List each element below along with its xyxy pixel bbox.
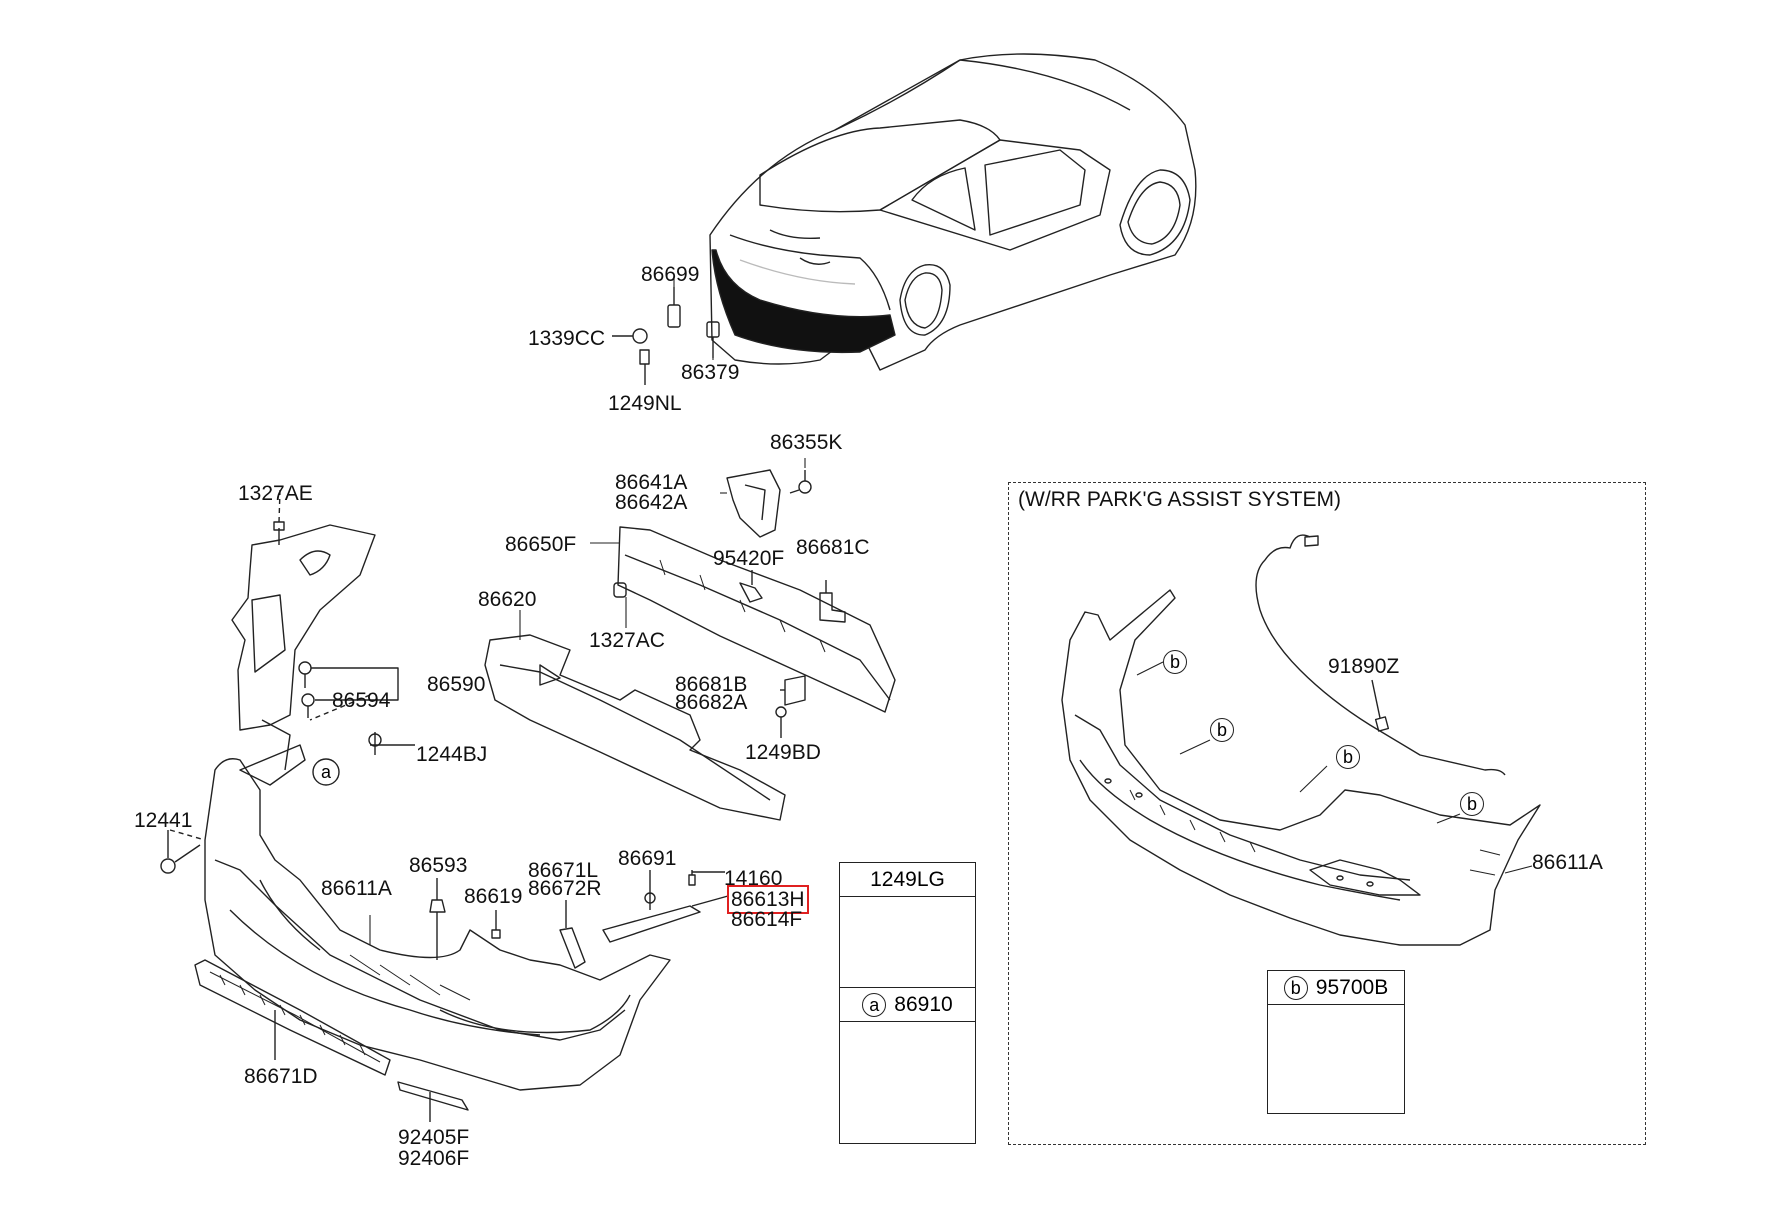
lower-grille-86671D bbox=[194, 959, 391, 1076]
label-86672R: 86672R bbox=[528, 877, 602, 900]
label-1249BD: 1249BD bbox=[745, 741, 821, 764]
label-86611A-left: 86611A bbox=[321, 877, 392, 900]
fastener-1339CC bbox=[612, 328, 648, 344]
legend-tag-a: a bbox=[862, 992, 887, 1017]
label-86613H: 86613H bbox=[727, 885, 809, 914]
label-86681B: 86681B bbox=[675, 673, 748, 696]
label-86699: 86699 bbox=[641, 263, 700, 286]
label-86681C: 86681C bbox=[796, 536, 870, 559]
side-bracket-1327AE bbox=[231, 489, 376, 731]
bracket-86681C bbox=[819, 580, 846, 623]
label-92405F: 92405F bbox=[398, 1126, 470, 1149]
label-86619: 86619 bbox=[464, 885, 523, 908]
label-86691: 86691 bbox=[618, 847, 677, 870]
label-86671L: 86671L bbox=[528, 859, 599, 882]
label-14160: 14160 bbox=[724, 867, 783, 890]
car-illustration bbox=[709, 53, 1197, 371]
label-86620: 86620 bbox=[478, 588, 537, 611]
label-92406F: 92406F bbox=[398, 1147, 470, 1170]
label-86642A: 86642A bbox=[615, 491, 688, 514]
clip-86593 bbox=[429, 878, 446, 960]
label-86355K: 86355K bbox=[770, 431, 843, 454]
legend-head-86910: a 86910 bbox=[840, 988, 975, 1022]
legend-tag-b: b bbox=[1283, 975, 1308, 1000]
bolt-1244BJ bbox=[309, 694, 415, 755]
reflector-bracket-86613H bbox=[602, 870, 729, 943]
park-assist-section bbox=[1008, 482, 1646, 1145]
callout-leaders-right bbox=[1136, 661, 1533, 874]
callout-b-3: b bbox=[1336, 745, 1360, 769]
label-86593: 86593 bbox=[409, 854, 468, 877]
label-86590: 86590 bbox=[427, 673, 486, 696]
callout-a-text: a bbox=[320, 762, 331, 782]
reflector-92405F bbox=[397, 1081, 469, 1122]
callout-b-2: b bbox=[1210, 718, 1234, 742]
legend-label-1249LG: 1249LG bbox=[870, 867, 945, 891]
label-86671D: 86671D bbox=[244, 1065, 318, 1088]
legend-box-1249LG: 1249LG bbox=[839, 862, 976, 990]
fastener-86699 bbox=[667, 287, 681, 328]
callout-a-left bbox=[312, 758, 340, 786]
label-1249NL: 1249NL bbox=[608, 392, 682, 415]
callout-b-1: b bbox=[1163, 650, 1187, 674]
callout-b-4: b bbox=[1460, 792, 1484, 816]
bolt-86590 bbox=[298, 661, 399, 718]
legend-label-95700B: 95700B bbox=[1315, 975, 1389, 999]
legend-box-86910: a 86910 bbox=[839, 987, 976, 1144]
label-1327AE: 1327AE bbox=[238, 482, 313, 505]
leader-lines bbox=[369, 278, 806, 945]
label-91890Z: 91890Z bbox=[1328, 655, 1400, 678]
label-86379: 86379 bbox=[681, 361, 740, 384]
bracket-86671L bbox=[559, 900, 586, 969]
bumper-cover-right bbox=[1061, 589, 1541, 946]
label-86611A-right: 86611A bbox=[1532, 851, 1603, 874]
legend-box-95700B: b 95700B bbox=[1267, 970, 1405, 1114]
fastener-86379 bbox=[706, 321, 720, 358]
bracket-86681B bbox=[780, 675, 806, 706]
label-86682A: 86682A bbox=[675, 691, 748, 714]
label-86594: 86594 bbox=[332, 689, 391, 712]
screw-1249BD bbox=[775, 706, 787, 738]
wiring-harness-91890Z bbox=[1255, 534, 1506, 776]
bumper-beam-86650F bbox=[613, 526, 896, 713]
bracket-95420F bbox=[739, 570, 763, 603]
legend-label-86910: 86910 bbox=[894, 992, 953, 1016]
label-86614F: 86614F bbox=[731, 908, 803, 931]
label-86641A: 86641A bbox=[615, 471, 688, 494]
park-assist-title: (W/RR PARK'G ASSIST SYSTEM) bbox=[1018, 488, 1341, 511]
label-1327AC: 1327AC bbox=[589, 629, 665, 652]
energy-absorber-86620 bbox=[484, 634, 786, 821]
legend-head-1249LG: 1249LG bbox=[840, 863, 975, 897]
clip-86619 bbox=[491, 910, 501, 939]
legend-head-95700B: b 95700B bbox=[1268, 971, 1404, 1005]
screw-86691 bbox=[644, 870, 656, 910]
bumper-cover-left bbox=[169, 719, 671, 1091]
screw-12441 bbox=[160, 830, 201, 874]
bracket-86641A bbox=[726, 469, 812, 538]
label-1244BJ: 1244BJ bbox=[416, 743, 488, 766]
label-95420F: 95420F bbox=[713, 547, 785, 570]
label-1339CC: 1339CC bbox=[528, 327, 606, 350]
label-86650F: 86650F bbox=[505, 533, 577, 556]
fastener-1249NL bbox=[639, 349, 650, 385]
label-12441: 12441 bbox=[134, 809, 193, 832]
